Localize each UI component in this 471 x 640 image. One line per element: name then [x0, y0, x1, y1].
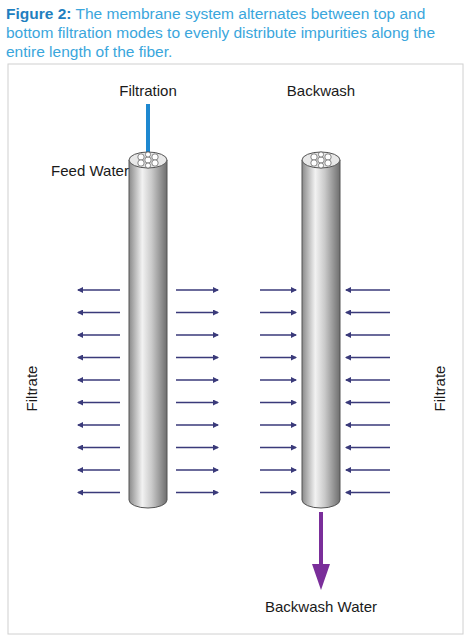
filtrate-arrows: [78, 290, 390, 493]
mode-label: Backwash: [287, 82, 355, 99]
figure-heading: Figure 2: The membrane system alternates…: [6, 4, 464, 61]
fiber-cylinder: [302, 152, 340, 508]
flow-label: Backwash Water: [265, 598, 377, 615]
backwash-arrow: [312, 512, 330, 590]
figure-caption: The membrane system alternates between t…: [6, 5, 435, 60]
fiber-bundle: [311, 152, 331, 168]
fiber-bundle: [138, 152, 158, 168]
flow-label: Filtrate: [432, 365, 449, 411]
figure-title: Figure 2:: [6, 5, 71, 22]
flow-label: Filtrate: [24, 365, 41, 411]
mode-label: Filtration: [119, 82, 177, 99]
flow-label: Feed Water: [51, 162, 129, 179]
panel-frame: [8, 64, 463, 634]
fiber-cylinder: [129, 152, 167, 508]
